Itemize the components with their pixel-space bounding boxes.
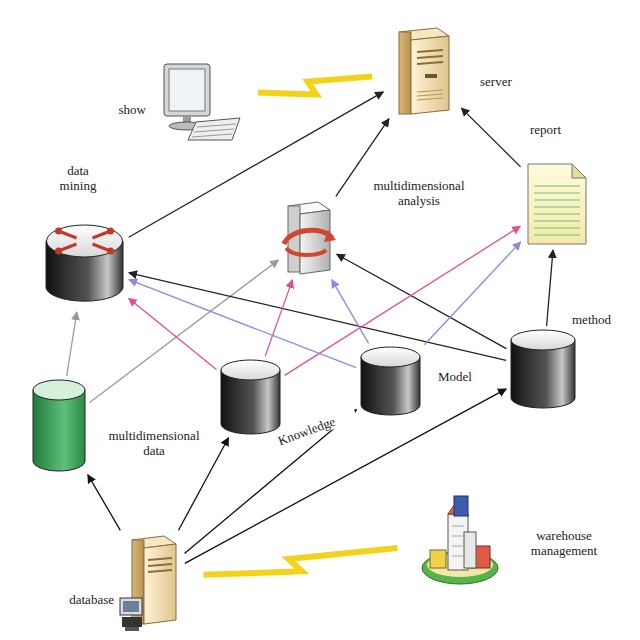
node-icon [508,328,578,410]
icon-node: Knowledge [218,358,283,436]
node-label: warehouse management [512,528,616,558]
arrow-connector [332,280,369,344]
arrow-connector [461,108,520,167]
node-label: report [528,122,588,137]
node-label: show [96,102,148,117]
node-label: multidimensional data [96,428,212,458]
node-icon [280,198,335,278]
icon-node: warehouse management [418,492,503,587]
node-label: Knowledge [274,406,358,449]
node-label: server [478,74,542,89]
arrow-connector [88,475,121,531]
node-label: Model [436,369,492,384]
icon-node: server [385,22,460,117]
node-icon [418,492,503,587]
node-icon [522,158,592,248]
lightning-link [258,77,372,95]
node-icon [218,358,283,436]
node-icon [118,532,183,632]
node-icon [150,60,245,142]
arrow-connector [67,312,77,376]
arrow-connector [265,280,292,356]
icon-node: Model [358,345,423,417]
node-icon [385,22,460,117]
icon-node: report [522,158,592,248]
arrow-connector [424,242,520,345]
node-label: method [570,312,632,327]
icon-node: multidimensional analysis [280,198,335,278]
icon-node: method [508,328,578,410]
node-icon [30,378,88,473]
node-label: database [46,592,116,607]
lightning-link [204,548,398,575]
arrow-connector [337,254,507,348]
arrow-connector [129,280,356,368]
node-label: multidimensional analysis [352,178,486,208]
icon-node: data mining [42,215,127,310]
node-icon [42,215,127,310]
icon-node: database [118,532,183,632]
node-icon [358,345,423,417]
icon-node: show [150,60,245,142]
arrow-connector [547,250,553,326]
icon-node: multidimensional data [30,378,88,473]
node-label: data mining [48,163,108,193]
